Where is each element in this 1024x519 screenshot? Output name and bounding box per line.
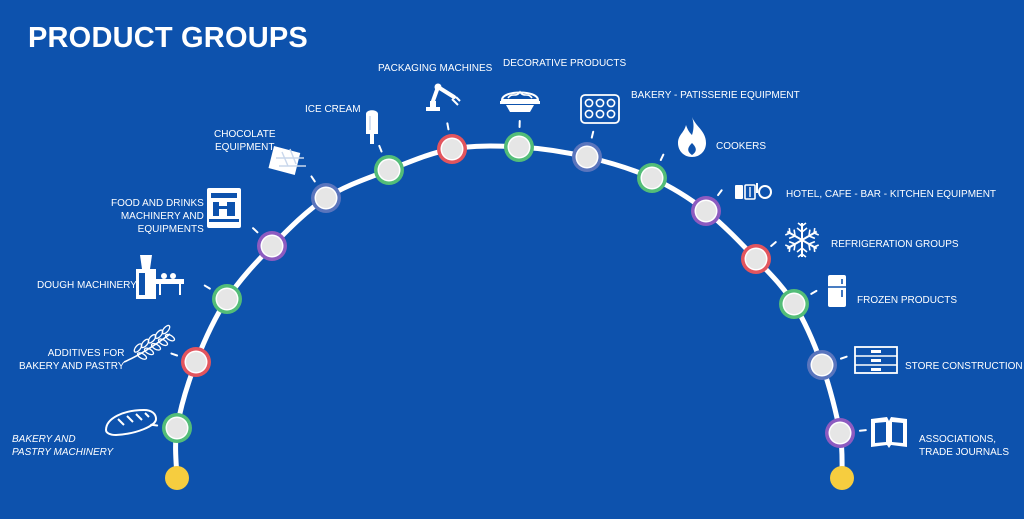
node-disc <box>509 137 529 157</box>
baking-tray-icon <box>580 94 620 124</box>
node-disc <box>577 147 597 167</box>
label-5: CHOCOLATE EQUIPMENT <box>214 128 276 154</box>
label-line: BAKERY - PATISSERIE EQUIPMENT <box>631 90 800 101</box>
node-disc <box>696 201 716 221</box>
node-4 <box>257 231 287 261</box>
label-2: ADDITIVES FOR BAKERY AND PASTRY <box>19 347 124 373</box>
label-line: PACKAGING MACHINES <box>378 63 493 74</box>
label-line: ASSOCIATIONS, <box>919 434 997 445</box>
node-disc <box>167 418 187 438</box>
label-line: REFRIGERATION GROUPS <box>831 239 959 250</box>
node-11 <box>691 196 721 226</box>
bread-icon <box>104 408 158 437</box>
node-disc <box>830 423 850 443</box>
label-line: STORE CONSTRUCTION <box>905 361 1023 372</box>
label-3: DOUGH MACHINERY <box>37 279 137 292</box>
connector-tick <box>810 289 818 295</box>
label-7: PACKAGING MACHINES <box>378 62 492 75</box>
label-line: ADDITIVES FOR <box>47 348 125 359</box>
connector-tick <box>717 189 723 197</box>
kitchen-tools-icon <box>735 183 772 200</box>
flame-icon <box>678 117 706 157</box>
node-14 <box>807 350 837 380</box>
label-line: BAKERY AND <box>12 434 76 445</box>
label-line: TRADE JOURNALS <box>919 447 1010 458</box>
label-line: FROZEN PRODUCTS <box>857 295 957 306</box>
label-15: ASSOCIATIONS, TRADE JOURNALS <box>919 433 1009 459</box>
label-1: BAKERY AND PASTRY MACHINERY <box>12 433 113 459</box>
label-line: HOTEL, CAFE - BAR - KITCHEN EQUIPMENT <box>786 189 997 200</box>
connector-tick <box>659 153 665 162</box>
node-2 <box>181 347 211 377</box>
label-line: CHOCOLATE <box>214 129 276 140</box>
label-line: MACHINERY AND <box>120 211 204 222</box>
connector-tick <box>170 352 179 357</box>
page-title: PRODUCT GROUPS <box>28 22 308 54</box>
node-15 <box>825 418 855 448</box>
snowflake-icon <box>784 222 820 258</box>
node-disc <box>217 289 237 309</box>
node-5 <box>311 183 341 213</box>
node-9 <box>572 142 602 172</box>
dough-machine-icon <box>136 255 184 299</box>
connector-tick <box>590 130 595 139</box>
node-disc <box>746 249 766 269</box>
label-line: FOOD AND DRINKS <box>111 198 204 209</box>
label-9: BAKERY - PATISSERIE EQUIPMENT <box>631 89 800 102</box>
node-disc <box>442 139 462 159</box>
label-4: FOOD AND DRINKS MACHINERY AND EQUIPMENTS <box>111 197 204 236</box>
label-line: ICE CREAM <box>305 104 361 115</box>
robot-arm-icon <box>426 83 461 111</box>
connector-tick <box>252 227 259 234</box>
wheat-icon <box>123 324 176 363</box>
book-icon <box>871 417 907 448</box>
node-12 <box>741 244 771 274</box>
connector-tick <box>378 144 383 153</box>
node-13 <box>779 289 809 319</box>
node-disc <box>316 188 336 208</box>
drawers-icon <box>854 346 898 374</box>
connector-tick <box>858 429 867 432</box>
connector-tick <box>770 241 777 247</box>
node-7 <box>437 134 467 164</box>
coffee-machine-icon <box>207 188 241 228</box>
label-line: COOKERS <box>716 141 767 152</box>
label-line: EQUIPMENT <box>215 142 275 153</box>
connector-tick <box>839 355 848 360</box>
node-disc <box>186 352 206 372</box>
label-12: REFRIGERATION GROUPS <box>831 238 959 251</box>
label-line: PASTRY MACHINERY <box>12 447 114 458</box>
label-8: DECORATIVE PRODUCTS <box>503 57 626 70</box>
label-line: EQUIPMENTS <box>137 224 204 235</box>
node-10 <box>637 163 667 193</box>
arc-end-dot <box>830 466 854 490</box>
node-disc <box>262 236 282 256</box>
cake-icon <box>500 90 540 112</box>
node-6 <box>374 155 404 185</box>
node-8 <box>504 132 534 162</box>
label-14: STORE CONSTRUCTION <box>905 360 1023 373</box>
node-1 <box>162 413 192 443</box>
node-disc <box>379 160 399 180</box>
freezer-icon <box>828 275 846 307</box>
label-13: FROZEN PRODUCTS <box>857 294 957 307</box>
ice-cream-icon <box>366 110 378 144</box>
label-line: DECORATIVE PRODUCTS <box>503 58 627 69</box>
arc-start-dot <box>165 466 189 490</box>
node-disc <box>642 168 662 188</box>
node-disc <box>812 355 832 375</box>
label-6: ICE CREAM <box>305 103 361 116</box>
label-line: DOUGH MACHINERY <box>37 280 137 291</box>
connector-tick <box>310 175 316 183</box>
chocolate-bar-icon <box>268 146 306 175</box>
node-3 <box>212 284 242 314</box>
connector-tick <box>203 284 211 290</box>
label-11: HOTEL, CAFE - BAR - KITCHEN EQUIPMENT <box>786 188 996 201</box>
label-10: COOKERS <box>716 140 766 153</box>
node-disc <box>784 294 804 314</box>
label-line: BAKERY AND PASTRY <box>19 361 125 372</box>
connector-tick <box>446 122 450 131</box>
